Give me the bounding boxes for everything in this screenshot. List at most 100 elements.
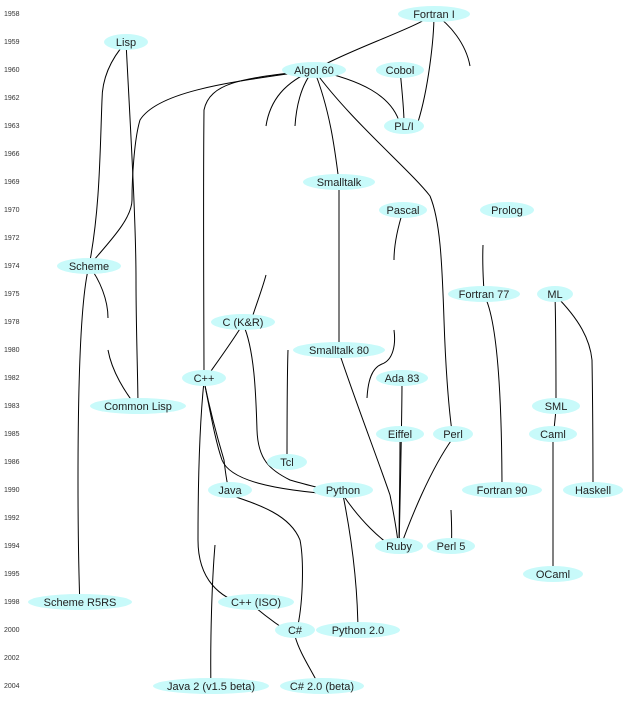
language-label: C++ (ISO) [231, 597, 281, 609]
node-ellipse [563, 482, 623, 498]
year-label: 1986 [4, 459, 20, 466]
node-ellipse [104, 34, 148, 50]
year-label: 1974 [4, 263, 20, 270]
language-node-ml: ML [537, 286, 573, 302]
node-ellipse [267, 454, 307, 470]
language-label: Fortran I [413, 9, 455, 21]
year-label: 1990 [4, 487, 20, 494]
lineage-edge [342, 494, 359, 637]
language-node-tcl: Tcl [267, 454, 307, 470]
node-ellipse [293, 342, 385, 358]
node-ellipse [208, 482, 252, 498]
language-node-cobol: Cobol [376, 62, 424, 78]
year-label: 1980 [4, 347, 20, 354]
lineage-edge [313, 69, 401, 125]
year-label: 2004 [4, 683, 20, 690]
language-label: Eiffel [388, 429, 412, 441]
language-label: Python [326, 485, 360, 497]
node-ellipse [537, 286, 573, 302]
language-label: Caml [540, 429, 566, 441]
node-ellipse [303, 174, 375, 190]
node-ellipse [280, 678, 364, 694]
node-ellipse [384, 118, 424, 134]
language-node-commonlisp: Common Lisp [90, 398, 186, 414]
node-ellipse [282, 62, 346, 78]
language-label: Haskell [575, 485, 611, 497]
node-ellipse [523, 566, 583, 582]
language-label: PL/I [394, 121, 414, 133]
year-label: 1966 [4, 151, 20, 158]
node-ellipse [275, 622, 315, 638]
node-ellipse [313, 482, 373, 498]
lineage-edge [203, 380, 231, 496]
language-label: Smalltalk 80 [309, 345, 369, 357]
lineage-edge [398, 437, 401, 552]
language-node-csharp: C# [275, 622, 315, 638]
lineage-edge [203, 69, 315, 382]
node-ellipse [153, 678, 269, 694]
language-node-ruby: Ruby [375, 538, 423, 554]
language-node-ckr: C (K&R) [211, 314, 275, 330]
language-node-java: Java [208, 482, 252, 498]
language-node-fortran90: Fortran 90 [462, 482, 542, 498]
language-label: Common Lisp [104, 401, 172, 413]
language-node-fortran77: Fortran 77 [448, 286, 520, 302]
lineage-edge [483, 294, 503, 496]
node-ellipse [433, 426, 473, 442]
node-ellipse [379, 202, 427, 218]
year-label: 1963 [4, 123, 20, 130]
year-label: 1975 [4, 291, 20, 298]
language-node-scheme: Scheme [57, 258, 121, 274]
language-node-csharp20: C# 2.0 (beta) [280, 678, 364, 694]
lineage-edge [203, 380, 344, 496]
language-label: C (K&R) [223, 317, 264, 329]
language-node-pascal: Pascal [379, 202, 427, 218]
year-label: 1959 [4, 39, 20, 46]
language-node-pl1: PL/I [384, 118, 424, 134]
language-node-perl: Perl [433, 426, 473, 442]
language-label: Python 2.0 [332, 625, 385, 637]
lineage-edge [77, 265, 90, 609]
lineage-edge [338, 351, 400, 552]
language-label: Fortran 77 [459, 289, 510, 301]
language-node-ada83: Ada 83 [376, 370, 428, 386]
lineage-edge [88, 69, 315, 267]
node-ellipse [532, 398, 580, 414]
language-node-haskell: Haskell [563, 482, 623, 498]
year-label: 1995 [4, 571, 20, 578]
node-ellipse [376, 62, 424, 78]
lineage-edge [393, 210, 404, 261]
lineage-edge [229, 494, 303, 626]
language-node-fortran1: Fortran I [398, 6, 470, 22]
lineage-edge [554, 294, 557, 410]
language-label: Java [218, 485, 242, 497]
lineage-edge [366, 329, 396, 399]
language-node-schemer5rs: Scheme R5RS [28, 594, 132, 610]
node-ellipse [462, 482, 542, 498]
language-node-eiffel: Eiffel [376, 426, 424, 442]
year-label: 1998 [4, 599, 20, 606]
year-label: 1983 [4, 403, 20, 410]
year-label: 1985 [4, 431, 20, 438]
language-node-smalltalk80: Smalltalk 80 [293, 342, 385, 358]
language-label: Scheme R5RS [44, 597, 117, 609]
language-label: Tcl [280, 457, 293, 469]
language-node-lisp: Lisp [104, 34, 148, 50]
lineage-edge [265, 69, 315, 127]
lineage-edge [286, 349, 289, 468]
language-node-ocaml: OCaml [523, 566, 583, 582]
language-label: Cobol [386, 65, 415, 77]
year-label: 1958 [4, 11, 20, 18]
lineage-edge [417, 13, 435, 123]
language-node-python20: Python 2.0 [316, 622, 400, 638]
node-ellipse [211, 314, 275, 330]
year-label: 1969 [4, 179, 20, 186]
year-label: 2000 [4, 627, 20, 634]
language-node-cppiso: C++ (ISO) [218, 594, 294, 610]
language-node-java2: Java 2 (v1.5 beta) [153, 678, 269, 694]
lineage-edge [313, 69, 454, 439]
node-ellipse [398, 6, 470, 22]
language-label: Algol 60 [294, 65, 334, 77]
